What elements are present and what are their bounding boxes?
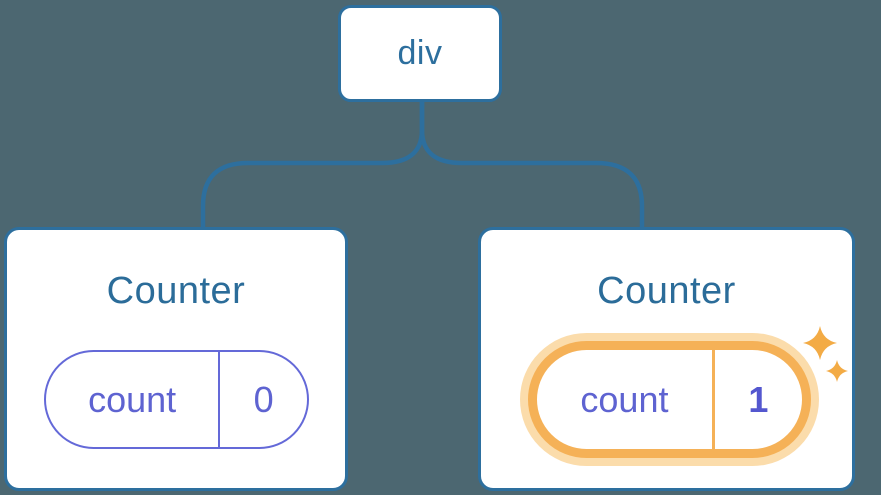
state-name: count bbox=[88, 378, 177, 420]
connector-left bbox=[200, 102, 425, 228]
connector-right bbox=[419, 102, 645, 228]
state-value: 1 bbox=[711, 350, 802, 449]
root-node-div: div bbox=[338, 5, 502, 102]
counter-card-left: Counter count 0 bbox=[4, 227, 348, 491]
root-node-label: div bbox=[397, 34, 443, 72]
state-pill-highlighted: count 1 bbox=[528, 341, 811, 458]
state-pill: count 0 bbox=[44, 350, 309, 449]
counter-card-right: Counter count 1 bbox=[478, 227, 855, 491]
state-name: count bbox=[580, 378, 669, 420]
component-title: Counter bbox=[597, 270, 736, 312]
state-value: 0 bbox=[218, 352, 307, 447]
component-title: Counter bbox=[106, 270, 246, 312]
